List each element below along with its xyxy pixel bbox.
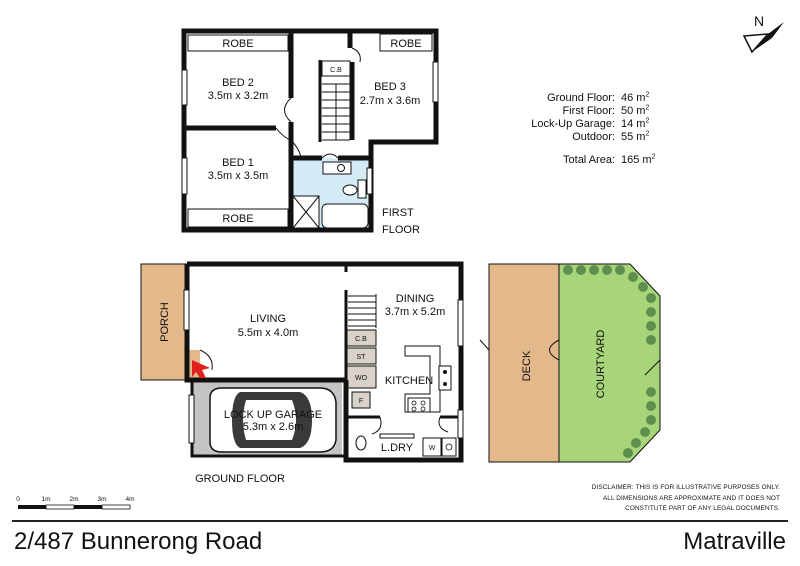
- garage-size: 5.3m x 2.6m: [243, 421, 304, 433]
- scale-bar: 0 1m 2m 3m 4m: [16, 496, 135, 510]
- ground-floor-stairs: [348, 294, 377, 328]
- property-suburb: Matraville: [683, 528, 786, 555]
- scale-tick-0: 0: [16, 496, 20, 503]
- scale-tick-1: 1m: [41, 496, 50, 503]
- area-row-total: Total Area: 165 m2: [563, 153, 656, 166]
- first-floor-outer-wall: [181, 28, 439, 233]
- porch-label: PORCH: [159, 302, 171, 342]
- wo-label: WO: [355, 375, 368, 382]
- cb-label-ground: C.B: [355, 336, 367, 343]
- f-label: F: [359, 398, 363, 405]
- scale-tick-3: 3m: [97, 496, 106, 503]
- footer-divider: [12, 520, 788, 522]
- bed1-name: BED 1: [222, 157, 254, 169]
- area-row-outdoor: Outdoor: 55 m2: [572, 130, 650, 143]
- north-compass-icon: N: [742, 13, 784, 54]
- compass-n-label: N: [754, 13, 764, 29]
- disclaimer-line-1: DISCLAIMER: THIS IS FOR ILLUSTRATIVE PUR…: [591, 484, 780, 491]
- toilet-ground: [355, 435, 367, 451]
- kitchen-label: KITCHEN: [385, 375, 433, 387]
- courtyard-shrubs: [563, 265, 656, 458]
- bathtub: [321, 203, 369, 229]
- deck-area: [488, 263, 560, 463]
- first-floor: [181, 28, 439, 233]
- robe-bed1: [187, 208, 289, 228]
- area-row-ground: Ground Floor: 46 m2: [547, 91, 650, 104]
- scale-tick-2: 2m: [69, 496, 78, 503]
- garage-name: LOCK UP GARAGE: [224, 409, 322, 421]
- deck-label: DECK: [521, 350, 533, 381]
- dining-name: DINING: [396, 293, 435, 305]
- robe-label-bed1: ROBE: [222, 213, 253, 225]
- area-summary: Ground Floor: 46 m2 First Floor: 50 m2 L…: [490, 91, 700, 167]
- property-address: 2/487 Bunnerong Road: [14, 528, 263, 555]
- area-row-garage: Lock-Up Garage: 14 m2: [531, 117, 650, 130]
- ground-floor: [140, 261, 661, 463]
- courtyard-area: [558, 263, 661, 463]
- bed1-size: 3.5m x 3.5m: [208, 170, 269, 182]
- cb-label-first: C.B: [330, 67, 342, 74]
- w-label: W: [429, 445, 436, 452]
- robe-label-bed2: ROBE: [222, 38, 253, 50]
- entry-arrow-icon: [192, 360, 210, 378]
- disclaimer-line-2: ALL DIMENSIONS ARE APPROXIMATE AND IT DO…: [602, 494, 780, 502]
- scale-tick-4: 4m: [125, 496, 134, 503]
- bed3-size: 2.7m x 3.6m: [360, 95, 421, 107]
- linen-cupboard-first: [321, 60, 351, 77]
- first-floor-label-line1: FIRST: [382, 207, 414, 219]
- disclaimer: DISCLAIMER: THIS IS FOR ILLUSTRATIVE PUR…: [520, 483, 780, 515]
- bed3-name: BED 3: [374, 81, 406, 93]
- robe-bed3: [379, 33, 433, 52]
- bed2-size: 3.5m x 3.2m: [208, 90, 269, 102]
- dining-size: 3.7m x 5.2m: [385, 306, 446, 318]
- toilet-first: [342, 184, 358, 196]
- ground-floor-label: GROUND FLOOR: [195, 473, 285, 485]
- living-name: LIVING: [250, 313, 286, 325]
- area-row-first: First Floor: 50 m2: [562, 104, 650, 117]
- living-size: 5.5m x 4.0m: [238, 327, 299, 339]
- robe-label-bed3: ROBE: [390, 38, 421, 50]
- first-floor-stairs: [322, 83, 350, 141]
- st-label: ST: [357, 354, 367, 361]
- car-icon: [209, 387, 337, 453]
- room-labels: ROBE ROBE ROBE BED 2 3.5m x 3.2m BED 1 3…: [159, 38, 607, 485]
- first-floor-label-line2: FLOOR: [382, 224, 420, 236]
- laundry-label: L.DRY: [381, 442, 414, 454]
- courtyard-label: COURTYARD: [595, 330, 607, 399]
- disclaimer-line-3: CONSTITUTE PART OF ANY LEGAL DOCUMENTS.: [625, 505, 780, 512]
- bed2-name: BED 2: [222, 77, 254, 89]
- robe-bed2: [187, 34, 289, 52]
